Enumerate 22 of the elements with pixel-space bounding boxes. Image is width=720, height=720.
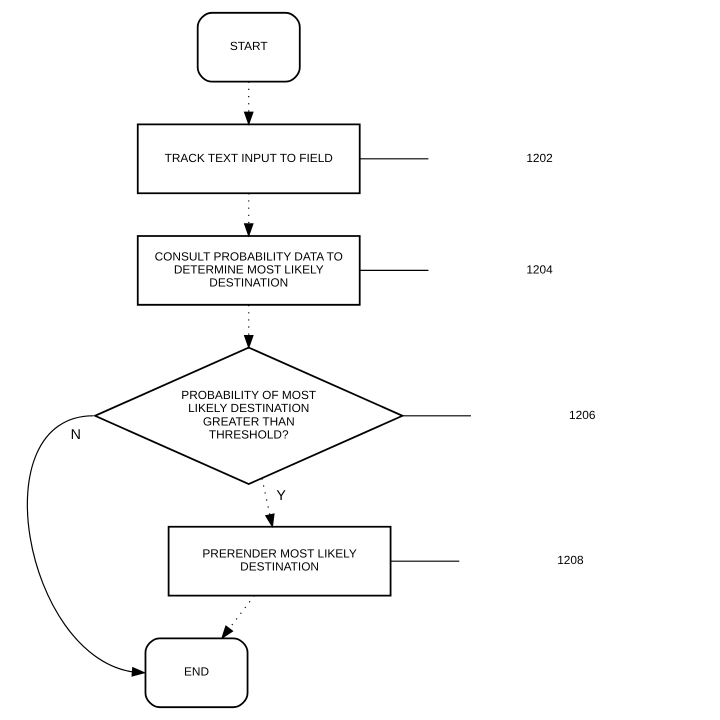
edge-label: Y: [276, 488, 286, 504]
connector: [360, 158, 428, 160]
node-box: END: [144, 637, 248, 708]
edge-label: N: [70, 426, 81, 443]
connector: [390, 560, 460, 562]
arrow: [244, 82, 254, 126]
node-text: 1208: [557, 553, 584, 568]
node-text: 1204: [526, 262, 553, 276]
arrow: [220, 595, 255, 640]
node-box: PRERENDER MOST LIKELY DESTINATION: [168, 526, 392, 596]
node-box: CONSULT PROBABILITY DATA TO DETERMINE MOST LIKELY DESTINATION: [136, 235, 361, 306]
arrow: [26, 415, 146, 677]
arrow: [261, 478, 275, 528]
node-diamond: PROBABILITY OF MOST LIKELY DESTINATION GREATER THAN THRESHOLD?: [92, 346, 405, 486]
node-text: 1202: [526, 150, 553, 165]
connector: [360, 270, 428, 271]
connector: [402, 415, 471, 416]
node-box: TRACK TEXT INPUT TO FIELD: [136, 124, 361, 194]
arrow: [244, 193, 254, 238]
node-text: 1206: [569, 408, 596, 422]
node-box: START: [196, 12, 301, 83]
arrow: [244, 305, 254, 350]
